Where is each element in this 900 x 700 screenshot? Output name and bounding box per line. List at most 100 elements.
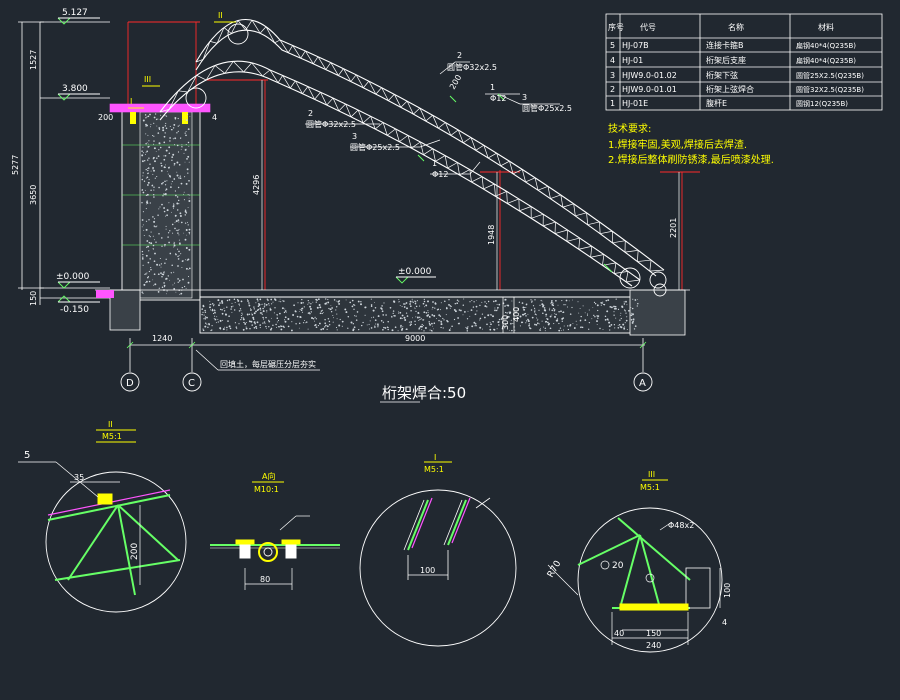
concrete-speckle [158,264,161,266]
concrete-speckle [168,152,171,154]
concrete-speckle [251,324,253,326]
truss-web-member [279,39,289,53]
concrete-speckle [225,314,227,316]
concrete-speckle [519,325,521,327]
concrete-speckle [567,325,569,327]
concrete-speckle [420,318,422,320]
concrete-speckle [176,209,179,211]
concrete-speckle [484,301,486,303]
detail-III-mark: III [648,470,655,479]
concrete-speckle [434,307,436,309]
concrete-speckle [178,250,180,253]
concrete-speckle [161,286,164,289]
concrete-speckle [479,326,482,329]
concrete-speckle [414,320,416,323]
concrete-speckle [506,312,508,314]
concrete-speckle [460,309,462,312]
concrete-speckle [270,317,272,319]
concrete-speckle [238,303,240,305]
concrete-speckle [146,150,149,153]
mark-I-elev: I [130,97,132,106]
concrete-speckle [625,312,627,314]
concrete-speckle [486,323,488,326]
concrete-speckle [304,322,306,324]
concrete-speckle [437,308,440,311]
concrete-speckle [487,300,490,303]
concrete-speckle [260,312,263,314]
concrete-speckle [607,299,610,301]
concrete-speckle [146,116,148,118]
detail-III-dim5: 150 [646,629,661,638]
concrete-speckle [474,323,477,325]
concrete-speckle [153,169,155,172]
concrete-speckle [292,314,295,316]
concrete-speckle [185,134,187,137]
concrete-speckle [148,179,150,181]
concrete-speckle [610,324,613,326]
rod-32x25-a: 圆管Φ32x2.5 [447,62,497,72]
concrete-speckle [185,259,186,261]
concrete-speckle [555,299,557,302]
concrete-speckle [285,311,287,313]
concrete-speckle [159,257,161,260]
concrete-speckle [617,327,620,329]
concrete-speckle [153,273,156,276]
concrete-speckle [228,325,231,328]
concrete-speckle [169,140,171,142]
concrete-speckle [602,329,604,331]
concrete-speckle [143,180,146,182]
concrete-speckle [558,329,561,332]
concrete-speckle [368,323,370,325]
concrete-speckle [409,303,411,305]
truss-web-member [496,153,501,166]
concrete-speckle [168,202,170,204]
row-code: HJ-01 [622,56,643,65]
concrete-speckle [177,255,179,258]
concrete-speckle [141,226,143,228]
concrete-speckle [147,167,150,169]
concrete-speckle [145,125,147,127]
concrete-speckle [443,319,445,321]
concrete-speckle [152,216,154,218]
concrete-speckle [210,309,211,311]
truss-web-member [560,194,564,208]
concrete-speckle [429,329,431,331]
concrete-speckle [252,316,255,319]
concrete-speckle [429,324,431,326]
truss-web-member [330,62,339,76]
concrete-speckle [613,311,615,313]
concrete-speckle [248,320,251,323]
concrete-speckle [504,311,507,314]
concrete-speckle [331,307,333,309]
concrete-speckle [279,298,281,300]
concrete-speckle [581,326,584,329]
truss-web-member [251,62,263,77]
concrete-speckle [536,317,538,319]
concrete-speckle [545,315,547,317]
concrete-speckle [177,117,179,120]
truss-web-member [481,176,484,190]
concrete-speckle [185,287,187,289]
concrete-speckle [432,306,434,309]
concrete-speckle [424,327,427,329]
concrete-speckle [333,299,336,301]
concrete-speckle [157,118,159,120]
concrete-speckle [150,267,152,269]
concrete-speckle [214,318,217,321]
truss-web-member [450,129,459,136]
concrete-speckle [525,315,527,317]
concrete-speckle [287,318,290,320]
detail-III-scale: M5:1 [640,483,660,492]
concrete-speckle [158,233,160,235]
concrete-speckle [276,317,279,319]
concrete-speckle [475,305,478,308]
concrete-speckle [234,322,237,324]
truss-web-member [237,20,246,31]
concrete-speckle [498,324,500,326]
concrete-speckle [382,314,385,316]
concrete-speckle [546,318,548,320]
concrete-speckle [146,202,149,204]
concrete-speckle [561,330,563,331]
middle-dimensions [261,80,680,333]
concrete-speckle [150,170,152,172]
